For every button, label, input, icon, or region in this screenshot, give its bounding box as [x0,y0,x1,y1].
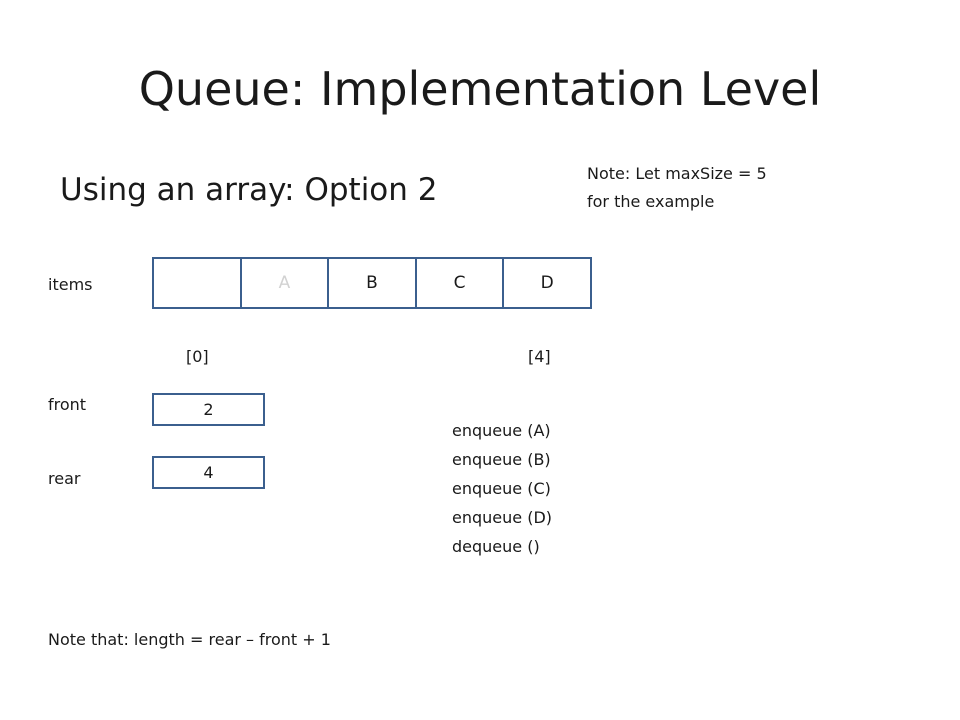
length-formula-note: Note that: length = rear – front + 1 [48,630,331,649]
front-value-box: 2 [152,393,265,426]
maxsize-note-line-2: for the example [587,192,715,211]
array-cell-1: A [239,259,328,307]
operation-item: enqueue (C) [452,479,551,498]
rear-value-box: 4 [152,456,265,489]
maxsize-note-line-1: Note: Let maxSize = 5 [587,164,767,183]
array-cell-4: D [502,259,590,307]
operation-item: dequeue () [452,537,540,556]
array-cell-0 [154,259,240,307]
items-array: A B C D [152,257,592,309]
items-label: items [48,275,93,294]
operation-list: enqueue (A) enqueue (B) enqueue (C) enqu… [452,416,552,561]
slide-subtitle: Using an array: Option 2 [60,172,438,208]
rear-label: rear [48,469,81,488]
array-index-last: [4] [528,347,551,366]
operation-item: enqueue (D) [452,508,552,527]
array-cell-2: B [327,259,415,307]
array-cell-3: C [414,259,503,307]
operation-item: enqueue (A) [452,421,551,440]
front-label: front [48,395,87,414]
operation-item: enqueue (B) [452,450,551,469]
maxsize-note: Note: Let maxSize = 5 for the example [587,160,767,216]
slide-title: Queue: Implementation Level [138,62,822,116]
array-index-first: [0] [186,347,209,366]
